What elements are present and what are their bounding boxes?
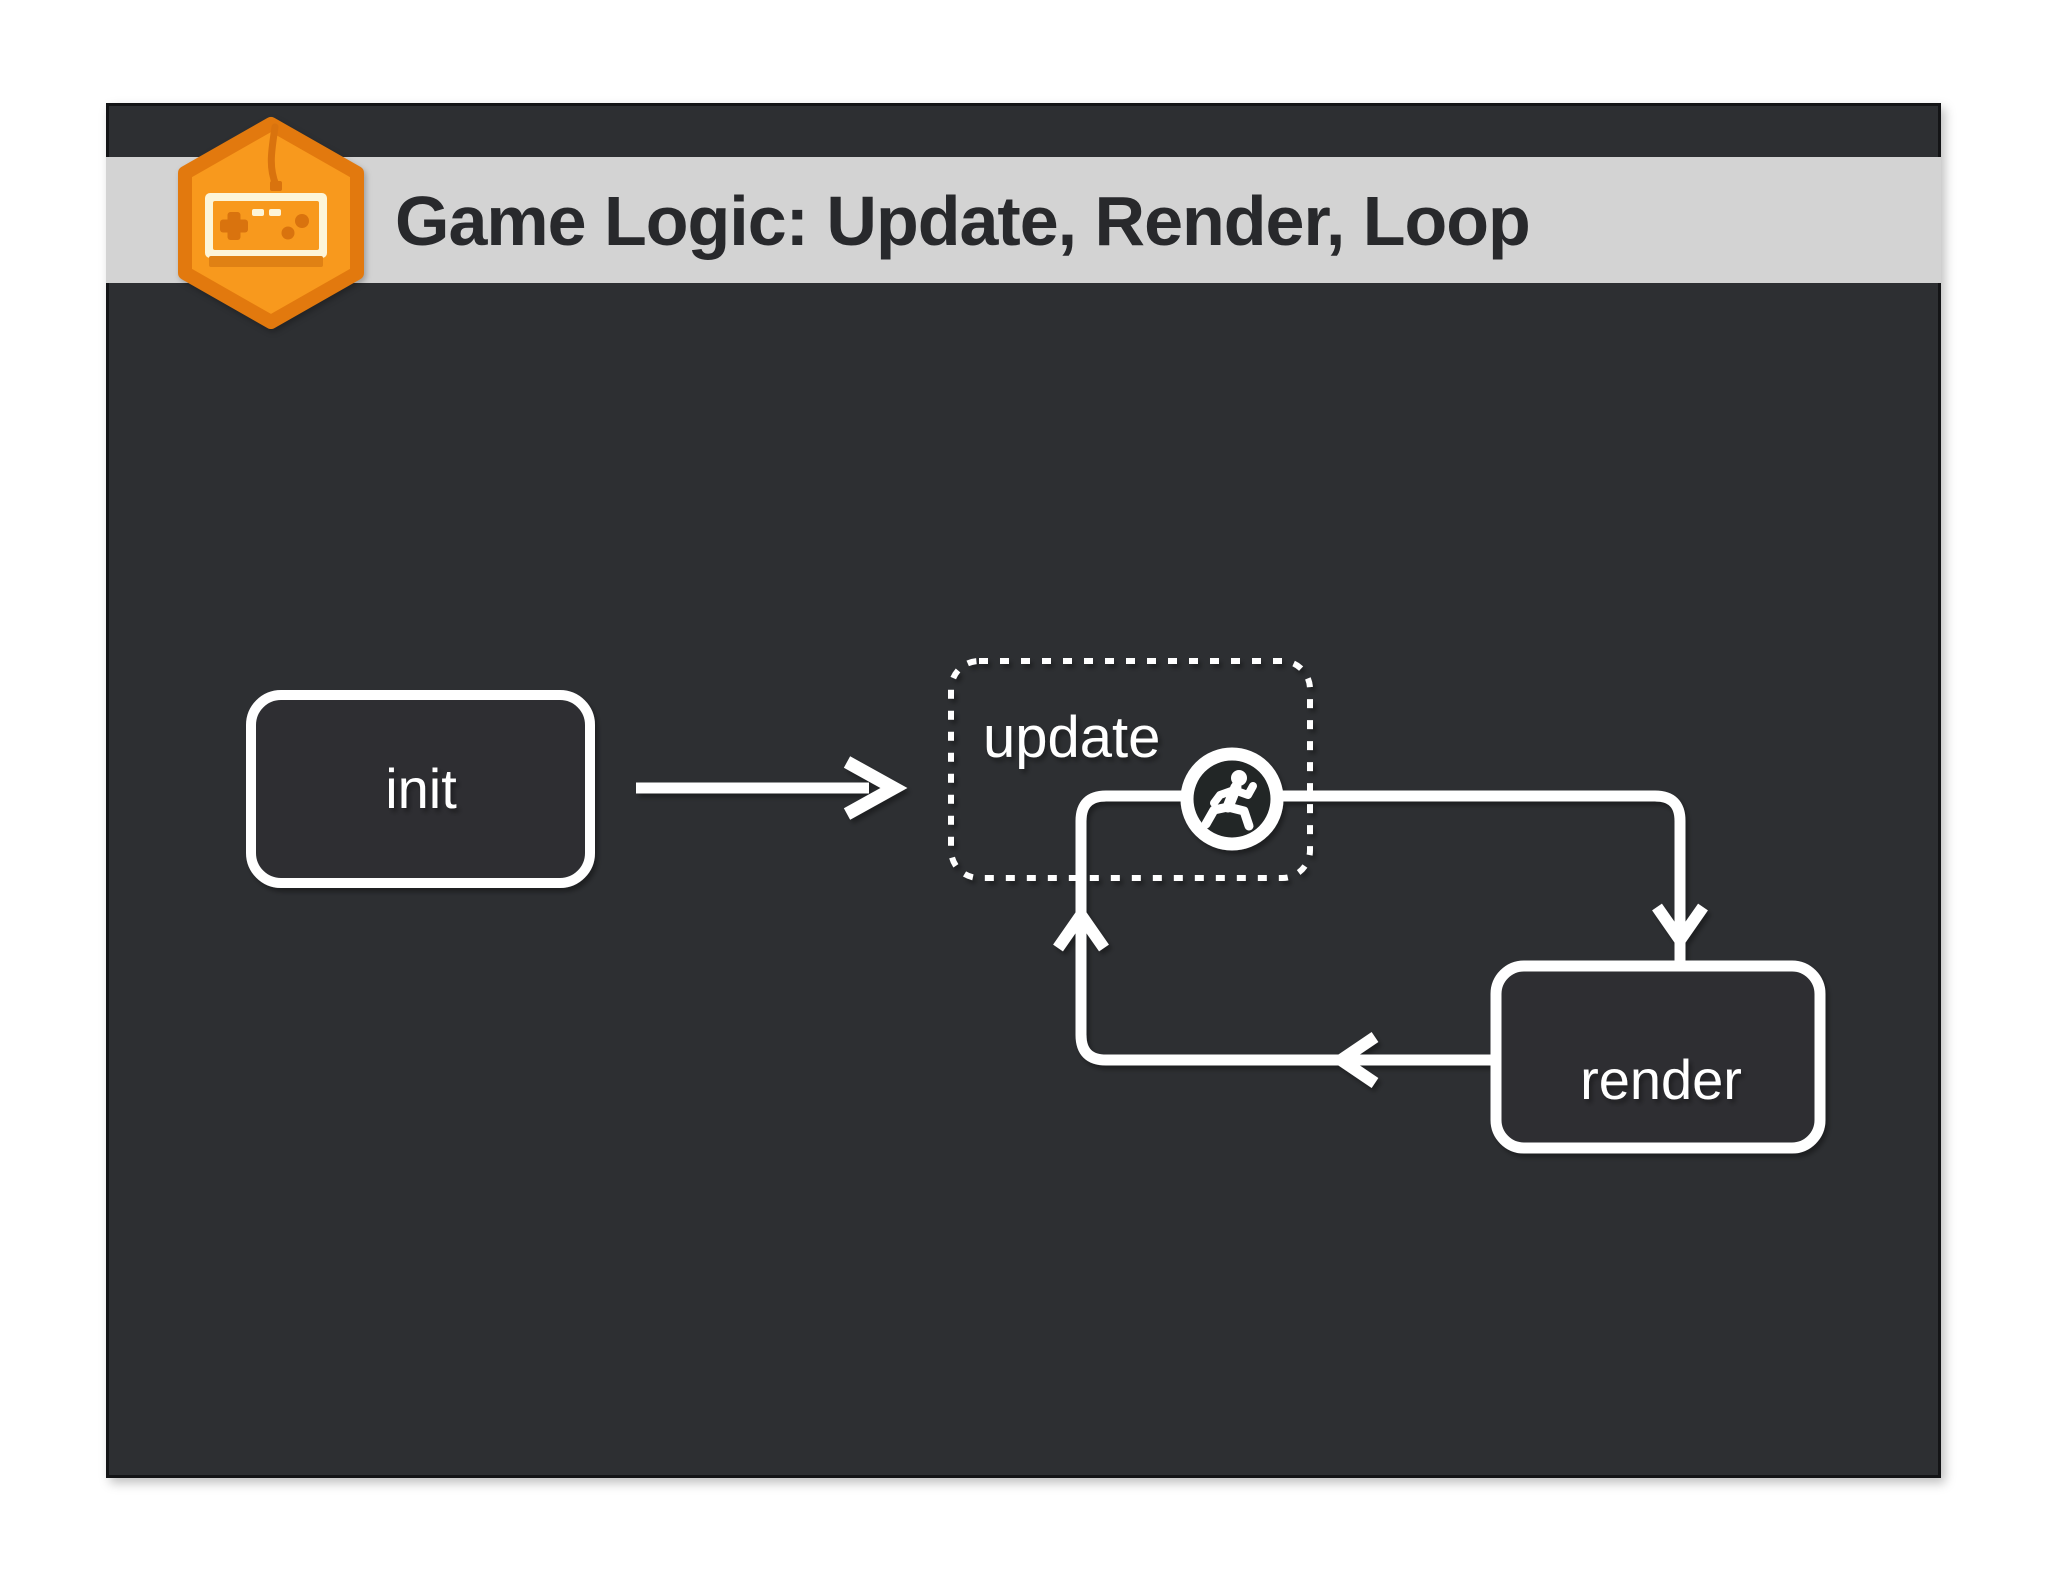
init-to-update-arrow [636, 756, 908, 820]
update-node [948, 658, 1313, 881]
page-title: Game Logic: Update, Render, Loop [395, 182, 1531, 260]
slide: Game Logic: Update, Render, Loop [106, 103, 1941, 1478]
gamepad-icon [205, 123, 327, 267]
gamepad-badge-icon [178, 117, 364, 329]
flow-diagram: init update render [246, 658, 1826, 1154]
loop-arrow-left-icon [1330, 1032, 1379, 1088]
loop-path [1075, 790, 1686, 1066]
loop-arrow-down-icon [1652, 903, 1708, 951]
header-bar: Game Logic: Update, Render, Loop [106, 157, 1941, 283]
init-node [246, 690, 595, 888]
loop-arrow-up-icon [1053, 904, 1109, 952]
render-node [1490, 960, 1826, 1154]
init-label: init [385, 757, 457, 820]
runner-icon [1180, 747, 1284, 851]
render-label: render [1580, 1048, 1742, 1111]
update-label: update [983, 705, 1160, 770]
